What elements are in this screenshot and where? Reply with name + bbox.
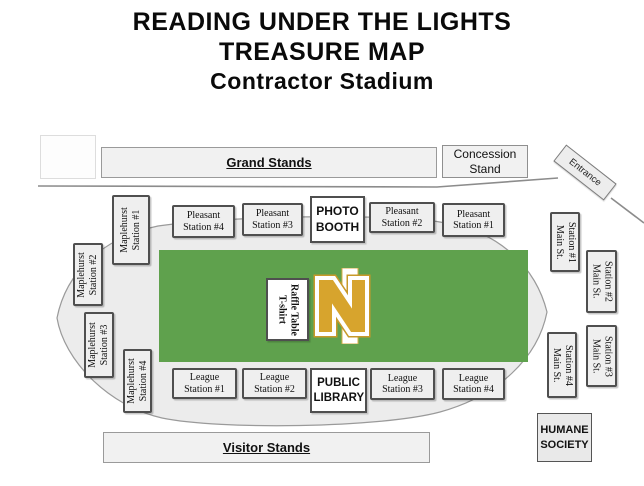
page-title-line2: TREASURE MAP bbox=[218, 38, 425, 66]
maplehurst-station-3-label: Maplehurst Station #3 bbox=[87, 315, 111, 375]
station-label-line1: Pleasant bbox=[456, 208, 491, 220]
station-label-line2: Station #4 bbox=[183, 221, 224, 233]
station-label-line2: Station #1 bbox=[453, 220, 494, 231]
station-label-line2: Station #3 bbox=[382, 384, 423, 395]
pleasant-station-2: Pleasant Station #2 bbox=[369, 202, 435, 233]
station-label-line2: Station #4 bbox=[453, 384, 494, 395]
block-n-icon bbox=[313, 267, 371, 345]
station-label-line1: Maplehurst bbox=[76, 251, 88, 298]
league-station-2: League Station #2 bbox=[242, 368, 307, 399]
station-label-line1: League bbox=[458, 372, 489, 384]
station-label-line1: Main St. bbox=[590, 338, 602, 374]
station-label-line1: Main St. bbox=[590, 264, 602, 299]
maplehurst-station-1: Maplehurst Station #1 bbox=[112, 195, 150, 265]
station-label-line1: League bbox=[387, 372, 418, 384]
pleasant-station-3: Pleasant Station #3 bbox=[242, 203, 303, 236]
visitor-stands: Visitor Stands bbox=[103, 432, 430, 463]
main-st-station-3-label: Main St. Station #3 bbox=[590, 336, 614, 377]
maplehurst-station-4: Maplehurst Station #4 bbox=[123, 349, 152, 413]
photo-booth-label: PHOTO BOOTH bbox=[315, 203, 360, 234]
station-label-line1: Maplehurst bbox=[87, 322, 99, 368]
main-st-station-3: Main St. Station #3 bbox=[586, 325, 617, 387]
station-label-line1: Pleasant bbox=[255, 208, 290, 219]
maplehurst-station-4-label: Maplehurst Station #4 bbox=[126, 352, 150, 410]
station-label-line2: Station #4 bbox=[137, 360, 149, 402]
humane-society: HUMANE SOCIETY bbox=[537, 413, 592, 462]
station-label-line2: Station #2 bbox=[254, 383, 295, 395]
station-label-line1: League bbox=[189, 372, 220, 383]
grand-stands: Grand Stands bbox=[101, 147, 437, 178]
station-label-line1: Pleasant bbox=[385, 206, 419, 217]
public-library-label: PUBLIC LIBRARY bbox=[313, 376, 365, 404]
station-label-line2: Station #2 bbox=[602, 261, 614, 302]
league-station-1: League Station #1 bbox=[172, 368, 237, 399]
stands-fragment bbox=[40, 135, 96, 179]
page-title-line1: READING UNDER THE LIGHTS bbox=[132, 8, 512, 36]
station-label-line1: Maplehurst bbox=[119, 207, 131, 253]
station-label-line2: Station #3 bbox=[99, 324, 110, 366]
maplehurst-station-2: Maplehurst Station #2 bbox=[73, 243, 103, 306]
main-st-station-4: Main St. Station #4 bbox=[547, 332, 577, 398]
maplehurst-station-1-label: Maplehurst Station #1 bbox=[119, 198, 143, 262]
station-label-line2: Station #1 bbox=[184, 383, 225, 395]
main-st-station-2-label: Main St. Station #2 bbox=[590, 261, 614, 302]
main-st-station-4-label: Main St. Station #4 bbox=[550, 345, 574, 386]
photo-booth: PHOTO BOOTH bbox=[310, 196, 365, 243]
tshirt-label-line2: Raffle Table bbox=[288, 283, 300, 336]
tshirt-label-line1: T-shirt bbox=[276, 294, 288, 325]
grand-stands-label: Grand Stands bbox=[226, 155, 312, 170]
concession-stand-label: Concession Stand bbox=[453, 146, 517, 176]
station-label-line2: Station #1 bbox=[565, 221, 577, 263]
pleasant-station-1: Pleasant Station #1 bbox=[442, 203, 505, 237]
station-label-line1: Main St. bbox=[551, 347, 562, 383]
public-library: PUBLIC LIBRARY bbox=[310, 368, 367, 413]
pleasant-station-4: Pleasant Station #4 bbox=[172, 205, 235, 238]
visitor-stands-label: Visitor Stands bbox=[222, 440, 311, 455]
league-station-3: League Station #3 bbox=[370, 368, 435, 400]
station-label-line2: Station #3 bbox=[252, 219, 293, 231]
station-label-line1: League bbox=[259, 372, 290, 383]
station-label-line2: Station #1 bbox=[131, 209, 142, 251]
concession-stand: Concession Stand bbox=[442, 145, 528, 178]
maplehurst-station-2-label: Maplehurst Station #2 bbox=[76, 246, 100, 304]
main-st-station-1-label: Main St. Station #1 bbox=[553, 222, 577, 263]
station-label-line2: Station #2 bbox=[88, 254, 99, 295]
maplehurst-station-3: Maplehurst Station #3 bbox=[84, 312, 114, 378]
tshirt-raffle-table-label: T-shirt Raffle Table bbox=[276, 284, 300, 336]
main-st-station-1: Main St. Station #1 bbox=[550, 212, 580, 272]
field-logo-n: N bbox=[312, 267, 372, 345]
page-title-line3: Contractor Stadium bbox=[210, 68, 434, 94]
station-label-line2: Station #4 bbox=[562, 344, 574, 386]
station-label-line2: Station #3 bbox=[602, 335, 614, 377]
station-label-line1: Maplehurst bbox=[125, 358, 137, 404]
humane-society-label: HUMANE SOCIETY bbox=[540, 424, 589, 451]
tshirt-raffle-table: T-shirt Raffle Table bbox=[266, 278, 309, 341]
station-label-line2: Station #2 bbox=[381, 217, 423, 229]
league-station-4: League Station #4 bbox=[442, 368, 505, 400]
station-label-line1: Pleasant bbox=[186, 210, 221, 221]
station-label-line1: Main St. bbox=[554, 224, 565, 260]
main-st-station-2: Main St. Station #2 bbox=[586, 250, 617, 313]
